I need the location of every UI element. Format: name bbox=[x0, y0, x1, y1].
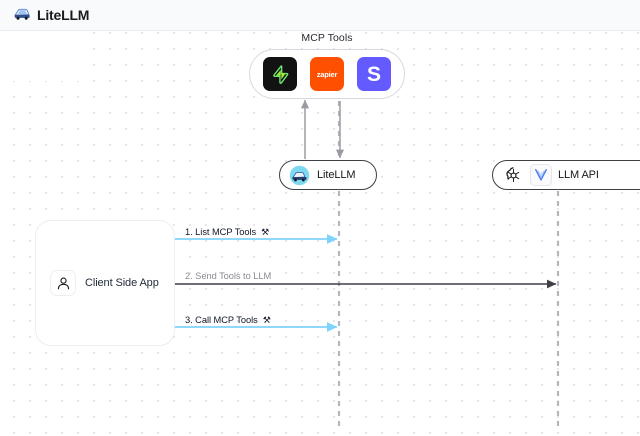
brand-label: LiteLLM bbox=[37, 7, 90, 23]
openai-icon bbox=[502, 164, 524, 186]
node-llm-api[interactable]: LLM API bbox=[492, 160, 640, 190]
litellm-logo-icon bbox=[14, 6, 31, 25]
edge-label-step-1: 1. List MCP Tools ⚒ bbox=[184, 227, 271, 237]
node-litellm-label: LiteLLM bbox=[317, 169, 356, 181]
connector-layer bbox=[159, 91, 560, 431]
edge-label-step-3: 3. Call MCP Tools ⚒ bbox=[184, 315, 272, 325]
app-header: LiteLLM bbox=[0, 0, 640, 31]
node-llm-api-label: LLM API bbox=[558, 169, 599, 181]
edge-label-step-2: 2. Send Tools to LLM bbox=[184, 271, 272, 281]
edge-label-step-3-text: 3. Call MCP Tools bbox=[185, 315, 258, 325]
vertex-ai-icon bbox=[530, 164, 552, 186]
zapier-icon[interactable]: zapier bbox=[310, 57, 344, 91]
supabase-icon[interactable] bbox=[263, 57, 297, 91]
mcp-tools-group: MCP Tools zapier S bbox=[249, 32, 405, 99]
diagram-canvas[interactable]: MCP Tools zapier S bbox=[0, 31, 640, 436]
node-client-side-app-label: Client Side App bbox=[85, 277, 159, 289]
zapier-wordmark: zapier bbox=[316, 69, 338, 79]
stripe-icon[interactable]: S bbox=[357, 57, 391, 91]
tools-icon: ⚒ bbox=[261, 315, 272, 325]
mcp-tools-box[interactable]: zapier S bbox=[249, 49, 405, 99]
node-client-side-app[interactable]: Client Side App bbox=[35, 220, 175, 346]
brand[interactable]: LiteLLM bbox=[14, 6, 89, 25]
stripe-wordmark: S bbox=[366, 62, 381, 86]
tools-icon: ⚒ bbox=[260, 227, 271, 237]
edge-label-step-2-text: 2. Send Tools to LLM bbox=[185, 271, 272, 281]
edge-label-step-1-text: 1. List MCP Tools bbox=[185, 227, 257, 237]
mcp-tools-caption: MCP Tools bbox=[301, 32, 353, 44]
user-icon bbox=[50, 270, 76, 296]
node-litellm[interactable]: LiteLLM bbox=[279, 160, 377, 190]
litellm-logo-icon bbox=[288, 164, 310, 186]
